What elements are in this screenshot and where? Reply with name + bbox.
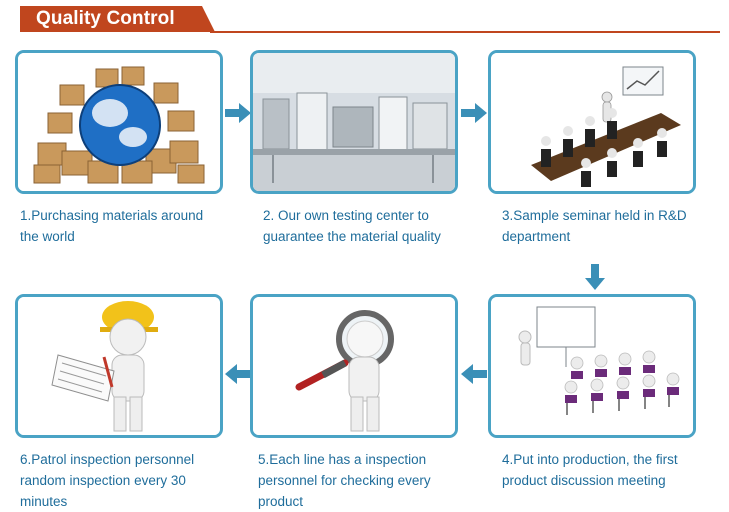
step-4-caption: 4.Put into production, the first product… [502, 452, 678, 488]
presentation-audience-icon [491, 297, 693, 435]
header-tab [20, 6, 215, 32]
arrow-left-icon [461, 364, 487, 384]
testing-lab-icon [253, 53, 455, 191]
header-rule [210, 31, 720, 33]
step-3-caption: 3.Sample seminar held in R&D department [502, 208, 687, 244]
step-1-caption: 1.Purchasing materials around the world [20, 208, 204, 244]
page-title: Quality Control [36, 8, 175, 29]
arrow-left-icon [225, 364, 251, 384]
step-2-image [250, 50, 458, 194]
step-3-image [488, 50, 696, 194]
arrow-right-icon [225, 103, 251, 123]
step-2-caption: 2. Our own testing center to guarantee t… [263, 208, 441, 244]
arrow-down-icon [585, 264, 605, 290]
step-4-image [488, 294, 696, 438]
arrow-right-icon [461, 103, 487, 123]
step-1-image [15, 50, 223, 194]
seminar-meeting-icon [491, 53, 693, 191]
globe-with-boxes-icon [18, 53, 220, 191]
magnifier-inspector-icon [253, 297, 455, 435]
section-header: Quality Control [20, 4, 720, 34]
step-5-image [250, 294, 458, 438]
step-5-caption: 5.Each line has a inspection personnel f… [258, 452, 431, 509]
step-6-caption: 6.Patrol inspection personnel random ins… [20, 452, 195, 509]
step-6-image [15, 294, 223, 438]
hardhat-inspector-icon [18, 297, 220, 435]
